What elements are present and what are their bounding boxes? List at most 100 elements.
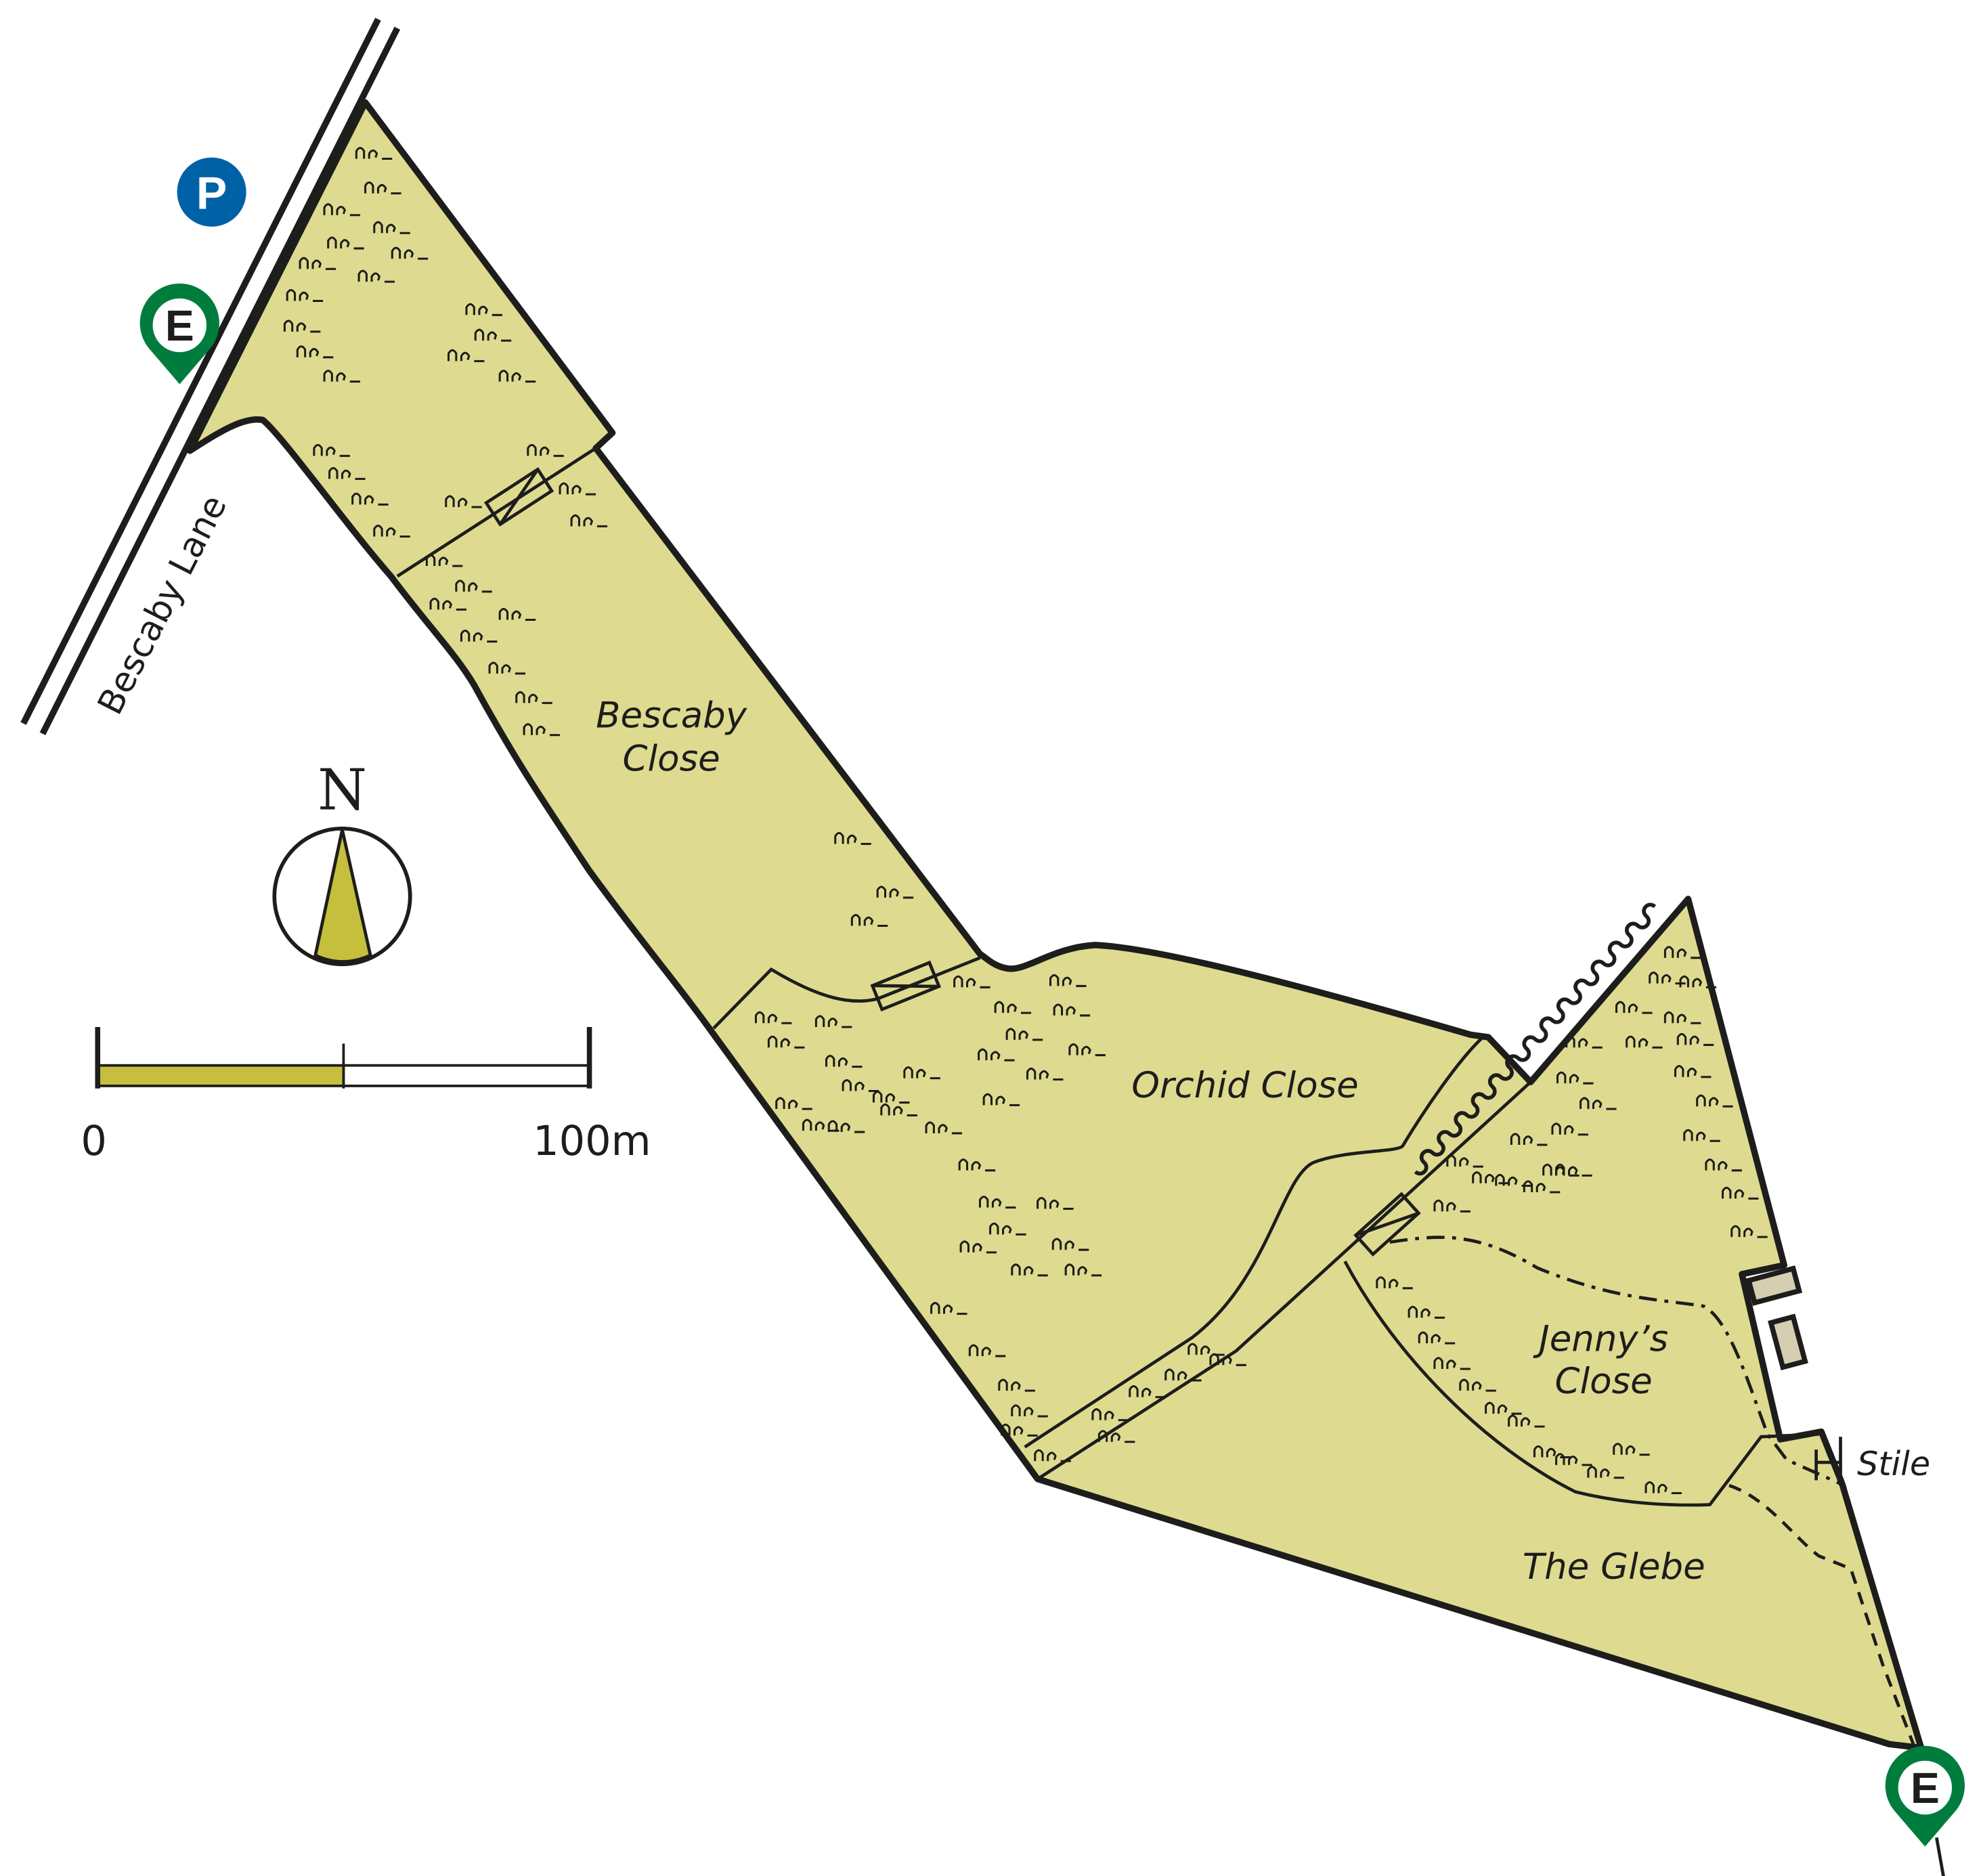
bescaby-close-label-2: Close bbox=[623, 739, 720, 780]
grass-tuft-icon bbox=[313, 443, 350, 457]
grass-tuft-icon bbox=[982, 1093, 1020, 1106]
grass-tuft-icon bbox=[1064, 1263, 1102, 1277]
grass-tuft-icon bbox=[474, 328, 512, 342]
hedge bbox=[1414, 902, 1657, 1176]
grass-tuft-icon bbox=[523, 723, 561, 737]
grass-tuft-icon bbox=[1565, 1035, 1603, 1049]
grass-tuft-icon bbox=[460, 630, 498, 643]
footpaths bbox=[1389, 1236, 1923, 1749]
grass-tuft-icon bbox=[559, 482, 596, 496]
grass-tuft-icon bbox=[1459, 1378, 1496, 1392]
grass-tuft-icon bbox=[1051, 1238, 1089, 1251]
grass-tuft-icon bbox=[827, 1120, 865, 1133]
grass-tuft-icon bbox=[351, 492, 389, 506]
grass-tuft-icon bbox=[1097, 1430, 1135, 1443]
grass-tuft-icon bbox=[364, 181, 401, 195]
svg-text:P: P bbox=[196, 167, 227, 219]
grass-tuft-icon bbox=[953, 975, 990, 988]
grass-tuft-icon bbox=[1533, 1445, 1571, 1459]
grass-tuft-icon bbox=[1663, 1011, 1701, 1024]
grass-tuft-icon bbox=[1376, 1276, 1413, 1290]
grass-tuft-icon bbox=[978, 1196, 1016, 1209]
grass-tuft-icon bbox=[903, 1066, 940, 1080]
grass-tuft-icon bbox=[1510, 1133, 1548, 1146]
grass-tuft-icon bbox=[1446, 1154, 1483, 1168]
grass-tuft-icon bbox=[1049, 974, 1087, 987]
grass-tuft-icon bbox=[327, 236, 364, 250]
grass-tuft-icon bbox=[355, 146, 393, 160]
svg-text:E: E bbox=[165, 301, 194, 350]
grass-tuft-icon bbox=[1053, 1003, 1091, 1017]
entrance-marker-icon: E bbox=[139, 283, 219, 385]
stile-icon bbox=[1814, 1437, 1842, 1486]
entrance-marker-icon: E bbox=[1885, 1745, 1965, 1847]
grass-tuft-icon bbox=[455, 580, 492, 593]
grass-tuft-icon bbox=[968, 1344, 1006, 1357]
grass-tuft-icon bbox=[1730, 1225, 1768, 1238]
grass-tuft-icon bbox=[465, 303, 502, 316]
svg-text:E: E bbox=[1911, 1764, 1940, 1812]
grass-tuft-icon bbox=[959, 1240, 997, 1254]
grass-tuft-icon bbox=[1508, 1414, 1545, 1428]
grass-tuft-icon bbox=[1472, 1171, 1509, 1185]
grass-tuft-icon bbox=[978, 1048, 1015, 1062]
grass-tuft-icon bbox=[825, 1055, 863, 1068]
grassland-symbols bbox=[283, 146, 1768, 1494]
grass-tuft-icon bbox=[1674, 1065, 1712, 1078]
grass-tuft-icon bbox=[391, 246, 429, 260]
grass-tuft-icon bbox=[1011, 1404, 1048, 1418]
grass-tuft-icon bbox=[989, 1222, 1026, 1236]
grass-tuft-icon bbox=[850, 913, 888, 928]
grass-tuft-icon bbox=[570, 514, 608, 527]
grass-tuft-icon bbox=[1005, 1028, 1043, 1041]
grass-tuft-icon bbox=[1037, 1196, 1074, 1210]
grass-tuft-icon bbox=[328, 466, 366, 480]
jennys-close-label-2: Close bbox=[1554, 1361, 1652, 1402]
grass-tuft-icon bbox=[498, 607, 536, 621]
grass-tuft-icon bbox=[357, 269, 395, 283]
grass-tuft-icon bbox=[767, 1035, 805, 1049]
grass-tuft-icon bbox=[775, 1097, 812, 1110]
grass-tuft-icon bbox=[429, 597, 466, 611]
grass-tuft-icon bbox=[880, 1103, 917, 1116]
grass-tuft-icon bbox=[1587, 1466, 1624, 1479]
grass-tuft-icon bbox=[515, 691, 552, 704]
scale-end-label: 100m bbox=[533, 1118, 651, 1165]
grass-tuft-icon bbox=[283, 320, 321, 333]
grass-tuft-icon bbox=[925, 1121, 962, 1135]
grass-tuft-icon bbox=[958, 1158, 996, 1172]
grass-tuft-icon bbox=[1068, 1043, 1106, 1057]
grass-tuft-icon bbox=[1615, 1001, 1653, 1014]
grass-tuft-icon bbox=[1683, 1129, 1720, 1142]
grass-tuft-icon bbox=[425, 554, 463, 567]
grass-tuft-icon bbox=[1485, 1401, 1522, 1415]
grass-tuft-icon bbox=[373, 524, 410, 538]
grass-tuft-icon bbox=[994, 1001, 1032, 1014]
grass-tuft-icon bbox=[1613, 1443, 1650, 1456]
grass-tuft-icon bbox=[1209, 1353, 1246, 1366]
grass-tuft-icon bbox=[296, 345, 334, 359]
grass-tuft-icon bbox=[1722, 1186, 1759, 1200]
grass-tuft-icon bbox=[1679, 975, 1717, 988]
grass-tuft-icon bbox=[1408, 1305, 1445, 1319]
grass-tuft-icon bbox=[1001, 1423, 1038, 1437]
grass-tuft-icon bbox=[1663, 946, 1701, 959]
grass-tuft-icon bbox=[1551, 1122, 1588, 1136]
reserve-boundary bbox=[186, 99, 1925, 1751]
grass-tuft-icon bbox=[1696, 1094, 1733, 1108]
grass-tuft-icon bbox=[1164, 1368, 1202, 1382]
gates bbox=[483, 467, 1421, 1257]
grass-tuft-icon bbox=[930, 1302, 967, 1315]
grass-tuft-icon bbox=[323, 203, 361, 217]
grass-tuft-icon bbox=[872, 1090, 910, 1104]
grass-tuft-icon bbox=[1433, 1199, 1470, 1213]
grass-tuft-icon bbox=[323, 370, 361, 383]
scale-start-label: 0 bbox=[81, 1118, 107, 1165]
grass-tuft-icon bbox=[1705, 1158, 1742, 1172]
grass-tuft-icon bbox=[488, 661, 526, 675]
buildings bbox=[1745, 1265, 1808, 1371]
grass-tuft-icon bbox=[286, 288, 324, 303]
svg-text:N: N bbox=[318, 757, 367, 823]
stile-label: Stile bbox=[1857, 1444, 1930, 1483]
